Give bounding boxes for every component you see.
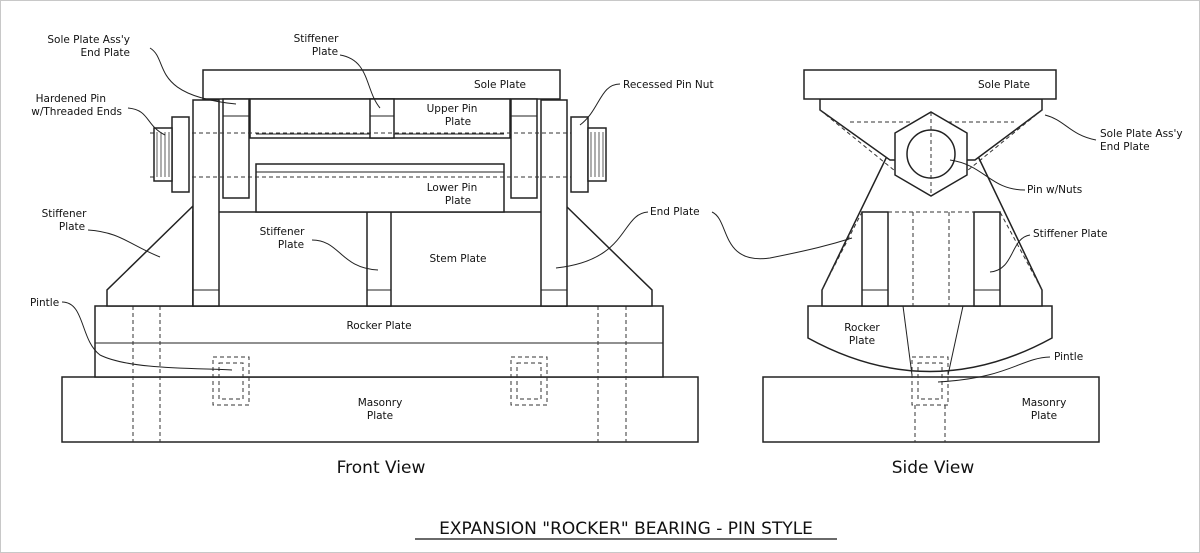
label-stiffener-mid-2: Plate: [278, 239, 304, 251]
leader-stiffener-side: [989, 234, 1031, 273]
side-sole-plate: [803, 69, 1057, 100]
leader-pintle-front: [61, 301, 233, 371]
label-hardened-pin-2: w/Threaded Ends: [31, 106, 122, 118]
label-pin-nuts: Pin w/Nuts: [1027, 184, 1082, 196]
label-upper-pin-2: Plate: [445, 116, 471, 128]
label-sole-plate-side: Sole Plate: [978, 79, 1030, 91]
label-upper-pin-1: Upper Pin: [427, 103, 478, 115]
leader-end-plate-side: [711, 211, 853, 260]
label-lower-pin-2: Plate: [445, 195, 471, 207]
side-stiffener-right: [973, 211, 1001, 307]
leader-side-sole-assy: [1044, 114, 1097, 141]
front-nut-left: [171, 116, 190, 193]
label-stiffener-left-2: Plate: [59, 221, 85, 233]
front-view-title: Front View: [337, 458, 426, 478]
label-lower-pin-1: Lower Pin: [427, 182, 477, 194]
leader-hardened-pin: [127, 107, 166, 136]
side-rocker-plate: [807, 305, 1053, 373]
leader-stiffener-left: [87, 229, 161, 258]
front-stiffener-top: [369, 98, 395, 139]
side-view: [711, 69, 1100, 443]
front-pintle-right: [510, 356, 548, 406]
front-labels: Sole Plate Ass'y End Plate Hardened Pin …: [30, 33, 714, 422]
front-stiffener-left: [106, 204, 194, 307]
label-stem-plate: Stem Plate: [429, 253, 486, 265]
label-stiffener-top-2: Plate: [312, 46, 338, 58]
label-side-sole-assy-2: End Plate: [1100, 141, 1150, 153]
front-pintle-left: [212, 356, 250, 406]
label-stiffener-top-1: Stiffener: [294, 33, 340, 45]
label-pintle-front: Pintle: [30, 297, 59, 309]
label-pintle-side: Pintle: [1054, 351, 1083, 363]
leader-pin-nuts: [949, 159, 1026, 191]
label-recessed-pin-nut: Recessed Pin Nut: [623, 79, 714, 91]
label-masonry-front-2: Plate: [367, 410, 393, 422]
label-masonry-side-2: Plate: [1031, 410, 1057, 422]
leader-pintle-side: [937, 356, 1051, 383]
side-view-title: Side View: [892, 458, 975, 478]
front-threaded-end-left: [153, 127, 173, 182]
leader-sole-assy: [149, 47, 237, 105]
front-end-plate-left: [192, 99, 220, 307]
label-end-plate: End Plate: [650, 206, 700, 218]
label-rocker-side-2: Plate: [849, 335, 875, 347]
front-nut-right: [570, 116, 589, 193]
front-end-plate-right: [540, 99, 568, 307]
front-threaded-end-right: [587, 127, 607, 182]
label-masonry-side-1: Masonry: [1022, 397, 1067, 409]
label-stiffener-mid-1: Stiffener: [260, 226, 306, 238]
front-sole-plate: [202, 69, 561, 100]
label-sole-assy-1: Sole Plate Ass'y: [47, 34, 130, 46]
label-rocker-side-1: Rocker: [844, 322, 880, 334]
front-sole-assy-end-left: [222, 98, 250, 199]
main-title: EXPANSION "ROCKER" BEARING - PIN STYLE: [439, 519, 813, 539]
label-rocker-plate-front: Rocker Plate: [346, 320, 411, 332]
label-stiffener-side: Stiffener Plate: [1033, 228, 1107, 240]
side-stiffener-left: [861, 211, 889, 307]
label-stiffener-left-1: Stiffener: [42, 208, 88, 220]
label-sole-plate-front: Sole Plate: [474, 79, 526, 91]
label-side-sole-assy-1: Sole Plate Ass'y: [1100, 128, 1183, 140]
front-stiffener-right: [565, 204, 653, 307]
label-hardened-pin-1: Hardened Pin: [36, 93, 106, 105]
front-stiffener-center: [366, 211, 392, 307]
label-sole-assy-2: End Plate: [80, 47, 130, 59]
front-sole-assy-end-right: [510, 98, 538, 199]
leader-stiffener-mid: [311, 239, 379, 271]
front-rocker-plate: [94, 305, 664, 378]
leader-end-plate-front: [555, 211, 649, 269]
side-masonry-plate: [762, 376, 1100, 443]
leader-recessed-nut: [579, 83, 621, 126]
front-view: [61, 47, 699, 443]
label-masonry-front-1: Masonry: [358, 397, 403, 409]
front-masonry-plate: [61, 376, 699, 443]
leader-stiffener-top: [339, 54, 381, 109]
side-labels: Sole Plate Sole Plate Ass'y End Plate Pi…: [844, 79, 1182, 422]
